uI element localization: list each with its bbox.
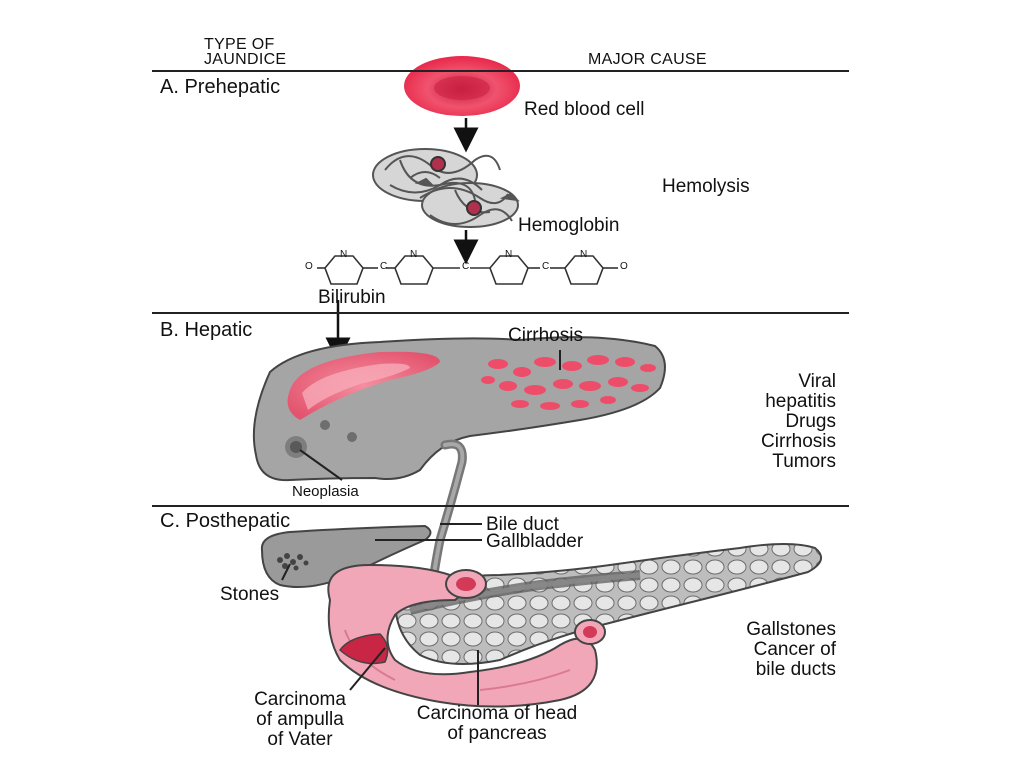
header-rule bbox=[152, 70, 849, 72]
hepatic-cause: Drugs bbox=[785, 411, 836, 432]
atom-c-1: C bbox=[380, 261, 388, 272]
hepatic-cause: Viral bbox=[798, 371, 836, 392]
vessel-section-left bbox=[445, 569, 487, 599]
carcinoma-pancreas-label: Carcinoma of head of pancreas bbox=[402, 704, 592, 744]
atom-o-right: O bbox=[620, 261, 628, 272]
red-blood-cell bbox=[404, 56, 520, 116]
section-c-heading: C. Posthepatic bbox=[160, 511, 290, 531]
section-b-rule bbox=[152, 312, 849, 314]
carcinoma-pancreas-line: Carcinoma of head bbox=[416, 703, 578, 724]
type-of-jaundice-header: TYPE OF JAUNDICE bbox=[204, 36, 287, 68]
gallstones bbox=[277, 553, 309, 571]
neoplasia-pointer bbox=[299, 449, 343, 481]
atom-c-3: C bbox=[542, 261, 550, 272]
type-of-line: TYPE OF bbox=[204, 36, 275, 53]
section-a-letter: A. bbox=[160, 76, 179, 98]
red-blood-cell-label: Red blood cell bbox=[524, 99, 645, 120]
hepatic-cause: Cirrhosis bbox=[761, 431, 836, 452]
liver bbox=[252, 336, 666, 482]
atom-n-4: N bbox=[580, 249, 588, 260]
section-b-heading: B. Hepatic bbox=[160, 320, 252, 340]
hepatic-cause: Tumors bbox=[772, 451, 836, 472]
atom-c-2: C bbox=[462, 261, 470, 272]
bilirubin-label: Bilirubin bbox=[318, 287, 386, 308]
jaundice-line: JAUNDICE bbox=[204, 51, 287, 68]
hemolysis-label: Hemolysis bbox=[662, 176, 750, 197]
stones-pointer bbox=[281, 563, 291, 581]
atom-n-2: N bbox=[410, 249, 418, 260]
ampulla-of-vater bbox=[338, 633, 389, 665]
hemoglobin-label: Hemoglobin bbox=[518, 215, 620, 236]
posthepatic-cause: Gallstones bbox=[746, 619, 836, 640]
posthepatic-causes: Gallstones Cancer of bile ducts bbox=[680, 620, 836, 680]
bile-duct-label: Bile duct bbox=[486, 514, 559, 535]
hepatic-cause: hepatitis bbox=[765, 391, 836, 412]
hepatic-causes: Viral hepatitis Drugs Cirrhosis Tumors bbox=[690, 372, 836, 472]
carcinoma-ampulla-line: of Vater bbox=[267, 729, 333, 750]
section-a-heading: A. Prehepatic bbox=[160, 77, 280, 97]
ampulla-pointer bbox=[349, 647, 386, 691]
carcinoma-ampulla-line: Carcinoma bbox=[254, 689, 346, 710]
atom-o-left: O bbox=[305, 261, 313, 272]
section-a-title: Prehepatic bbox=[184, 76, 281, 98]
carcinoma-ampulla-line: of ampulla bbox=[256, 709, 344, 730]
posthepatic-cause: bile ducts bbox=[755, 659, 836, 680]
atom-n-1: N bbox=[340, 249, 348, 260]
stones-label: Stones bbox=[220, 584, 280, 605]
vessel-section-right bbox=[574, 619, 606, 645]
posthepatic-cause: Cancer of bbox=[753, 639, 836, 660]
carcinoma-ampulla-label: Carcinoma of ampulla of Vater bbox=[225, 690, 375, 750]
section-c-letter: C. bbox=[160, 510, 180, 532]
cirrhosis-label: Cirrhosis bbox=[508, 325, 583, 346]
section-b-title: Hepatic bbox=[184, 319, 253, 341]
major-cause-header: MAJOR CAUSE bbox=[588, 51, 707, 68]
carcinoma-pancreas-line: of pancreas bbox=[447, 723, 547, 744]
bilirubin-structure bbox=[317, 255, 618, 285]
pancreas bbox=[393, 543, 823, 665]
atom-n-3: N bbox=[505, 249, 513, 260]
hemoglobin-molecule bbox=[372, 148, 520, 228]
section-c-rule bbox=[152, 505, 849, 507]
neoplasia-label: Neoplasia bbox=[292, 483, 359, 500]
section-b-letter: B. bbox=[160, 319, 179, 341]
cirrhosis-spots bbox=[481, 355, 656, 410]
gallbladder-label: Gallbladder bbox=[486, 531, 584, 552]
section-c-title: Posthepatic bbox=[185, 510, 291, 532]
